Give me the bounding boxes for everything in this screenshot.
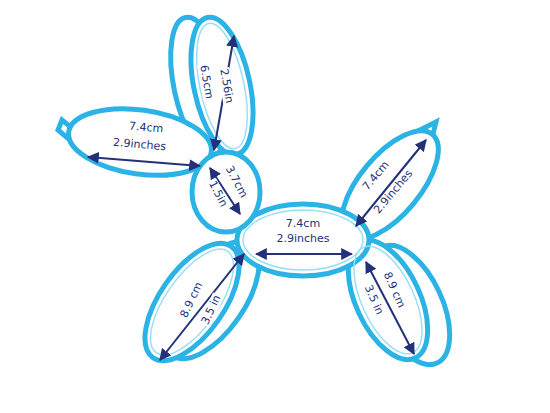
dimension-arrow — [356, 140, 426, 226]
balloon-shine — [135, 19, 436, 368]
dimension-arrow — [88, 157, 200, 166]
snout-balloon — [64, 100, 216, 183]
dimension-arrow — [160, 254, 244, 360]
dimension-arrow — [256, 253, 352, 255]
balloons — [58, 12, 466, 377]
dimension-arrows — [88, 36, 426, 360]
neck-balloon — [192, 152, 260, 232]
dimension-label: 2.9inches — [275, 233, 330, 245]
dimension-label: 7.4cm — [285, 218, 321, 230]
